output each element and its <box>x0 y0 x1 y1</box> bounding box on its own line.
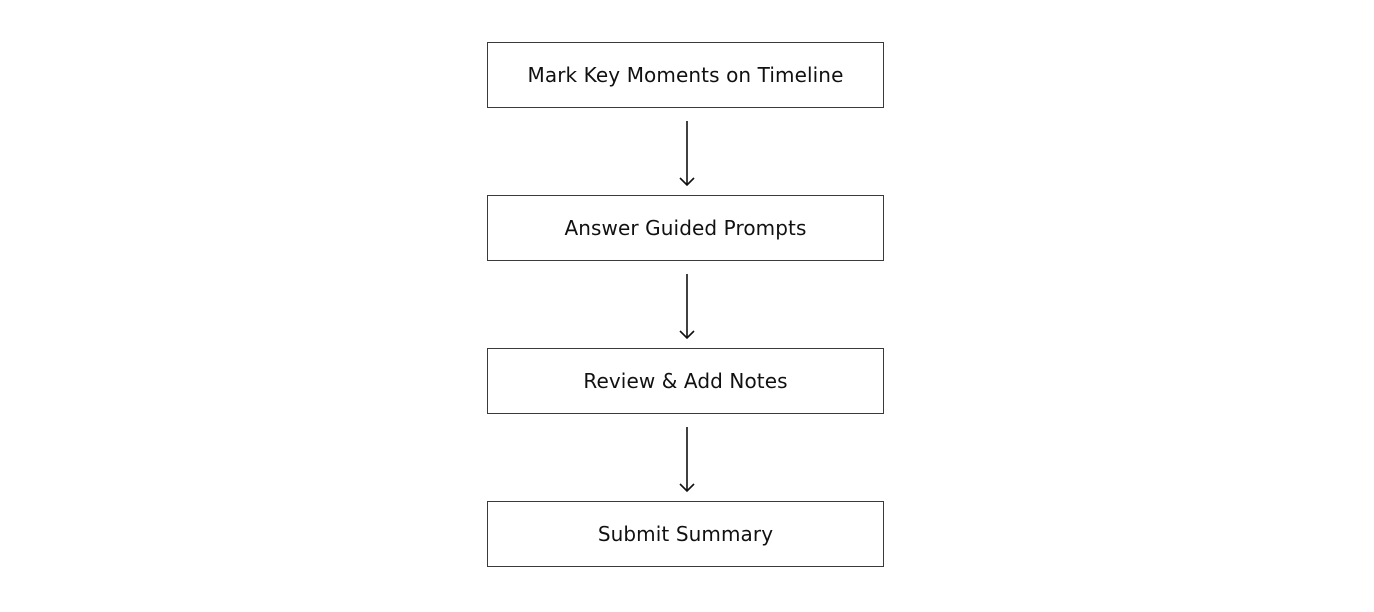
arrow-down-icon <box>679 274 695 340</box>
arrow-down-icon <box>679 427 695 493</box>
step-label: Review & Add Notes <box>583 369 788 393</box>
step-label: Submit Summary <box>597 522 774 546</box>
step-answer-guided-prompts: Answer Guided Prompts <box>487 195 884 261</box>
step-label: Mark Key Moments on Timeline <box>527 63 844 87</box>
step-review-add-notes: Review & Add Notes <box>487 348 884 414</box>
step-submit-summary: Submit Summary <box>487 501 884 567</box>
arrow-down-icon <box>679 121 695 187</box>
step-mark-key-moments: Mark Key Moments on Timeline <box>487 42 884 108</box>
step-label: Answer Guided Prompts <box>564 216 807 240</box>
